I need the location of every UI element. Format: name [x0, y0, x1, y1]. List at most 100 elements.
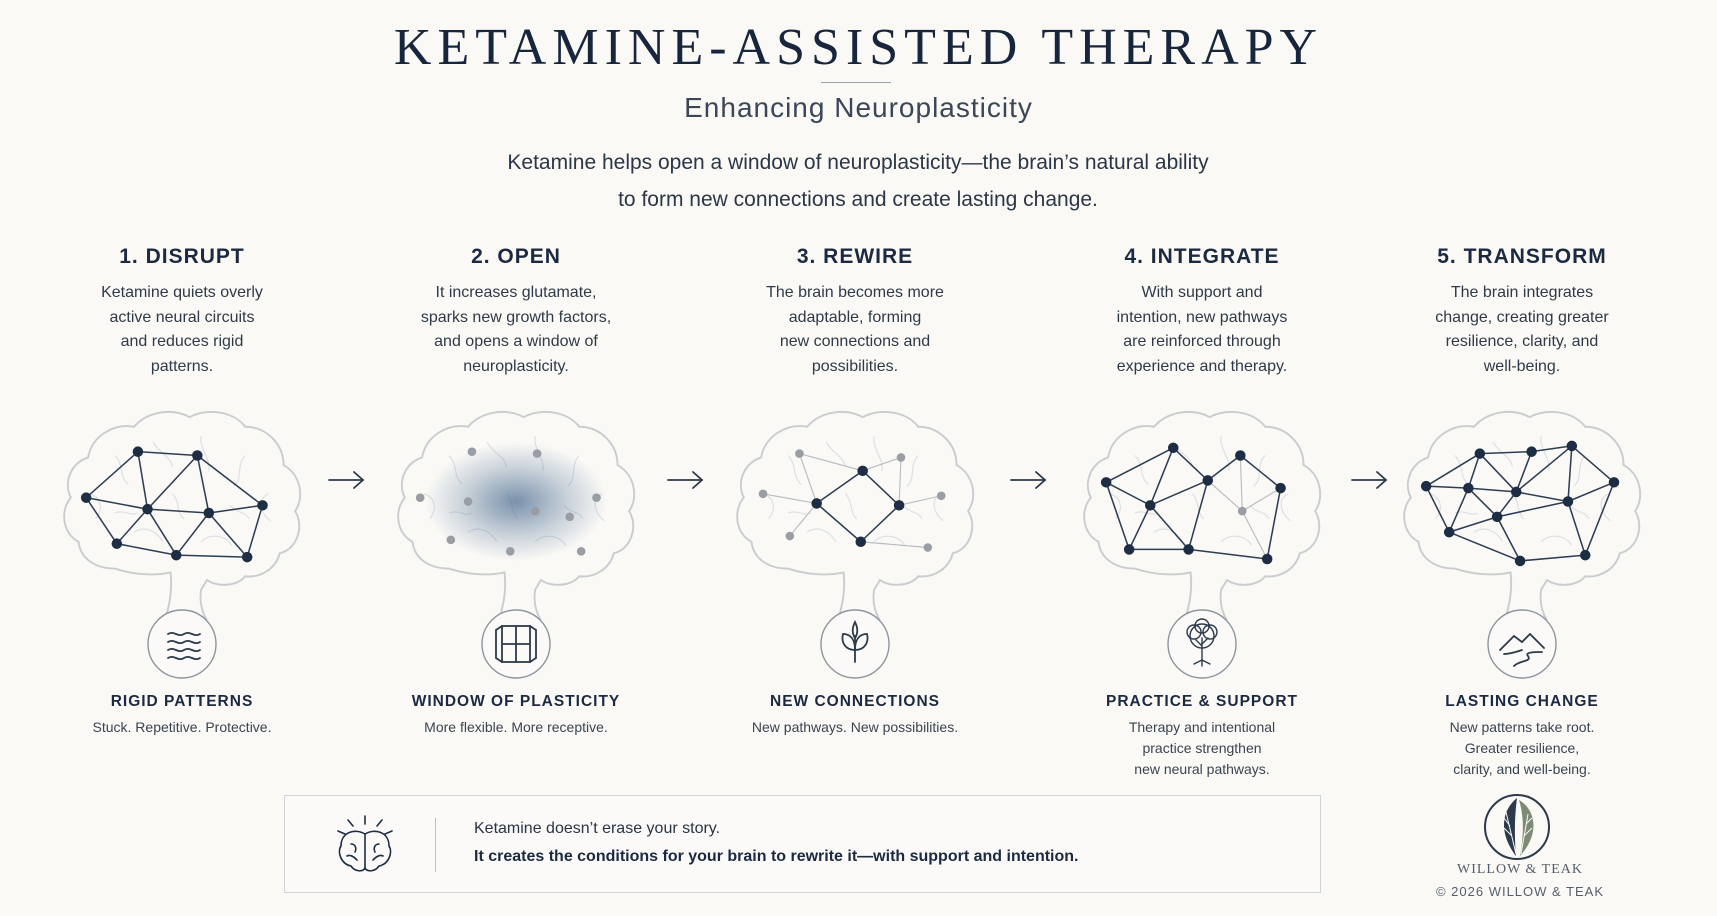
- network-edge: [1172, 447, 1209, 481]
- step-title: 5. TRANSFORM: [1437, 245, 1607, 268]
- brain-idea-icon: [337, 815, 393, 872]
- step-description-line: possibilities.: [811, 357, 899, 375]
- caption-line: New patterns take root.: [1449, 719, 1595, 735]
- brain-fold: [1573, 455, 1586, 487]
- network-edge: [1207, 479, 1243, 512]
- step-description-line: patterns.: [150, 357, 214, 375]
- network-node: [758, 489, 768, 499]
- caption-title: NEW CONNECTIONS: [770, 693, 940, 710]
- network-node: [1443, 526, 1455, 538]
- caption-line: More flexible. More receptive.: [424, 719, 608, 735]
- step-description-line: well-being.: [1483, 357, 1561, 375]
- network-node: [576, 547, 586, 556]
- network-node: [811, 498, 822, 509]
- network-edge: [1188, 548, 1268, 560]
- network-node: [80, 492, 92, 503]
- step-description-line: With support and: [1141, 284, 1263, 301]
- network-edge: [175, 512, 210, 556]
- brain-fold: [133, 528, 164, 543]
- step-description-line: active neural circuits: [109, 308, 255, 326]
- brain-fold: [233, 455, 246, 487]
- brain-fold: [1191, 493, 1205, 520]
- brain-fold: [114, 455, 129, 485]
- caption-description: Stuck. Repetitive. Protective.: [42, 717, 322, 738]
- network-edge: [176, 554, 248, 558]
- caption-title: LASTING CHANGE: [1445, 693, 1599, 710]
- intro-line-1: Ketamine helps open a window of neuropla…: [507, 151, 1209, 174]
- network-edge: [898, 495, 942, 506]
- network-node: [415, 493, 425, 502]
- brain-fold: [1153, 528, 1184, 543]
- network-edge: [1207, 454, 1241, 482]
- network-edge: [137, 451, 149, 510]
- network-node: [923, 543, 933, 552]
- step-description-line: It increases glutamate,: [435, 284, 597, 301]
- landscape-icon: [1487, 609, 1557, 679]
- brain-fold: [787, 511, 812, 515]
- step-caption: NEW CONNECTIONS New pathways. New possibi…: [715, 693, 995, 738]
- network-node: [170, 549, 182, 561]
- brain-outline: [1403, 411, 1642, 621]
- brain-fold: [1134, 455, 1149, 485]
- caption-title: RIGID PATTERNS: [110, 693, 254, 710]
- step-title: 4. INTEGRATE: [1124, 245, 1280, 268]
- network-node: [1183, 544, 1194, 555]
- network-edge: [1567, 501, 1586, 556]
- page-title: KETAMINE-ASSISTED THERAPY: [393, 19, 1324, 76]
- brain-fold: [787, 455, 802, 485]
- brain-network-5: [1403, 411, 1642, 621]
- network-node: [1579, 549, 1591, 561]
- network-edge: [1448, 516, 1498, 533]
- network-edge: [1149, 479, 1209, 507]
- caption-line: New pathways. New possibilities.: [751, 719, 959, 735]
- caption-line: clarity, and well-being.: [1453, 761, 1591, 777]
- network-node: [1167, 442, 1179, 454]
- network-edge: [146, 508, 177, 556]
- brain-fold: [806, 528, 837, 543]
- brain-fold: [171, 493, 185, 520]
- network-edge: [1266, 487, 1282, 560]
- network-node: [857, 465, 868, 477]
- network-node: [1420, 480, 1432, 492]
- brain-fold: [906, 455, 919, 487]
- brain-fold: [1511, 493, 1525, 520]
- network-node: [142, 503, 153, 515]
- brain-fold: [1540, 436, 1550, 471]
- network-node: [592, 493, 601, 502]
- step-description-line: intention, new pathways: [1116, 308, 1288, 326]
- network-node: [1261, 553, 1273, 565]
- network-edge: [246, 505, 264, 558]
- network-node: [467, 447, 477, 456]
- network-node: [1491, 511, 1503, 523]
- quote-box: Ketamine doesn’t erase your story. It cr…: [284, 795, 1321, 893]
- network-edge: [1496, 500, 1569, 518]
- network-edge: [1571, 445, 1615, 483]
- network-node: [1510, 486, 1522, 498]
- quote-line-2: It creates the conditions for your brain…: [474, 848, 1079, 865]
- network-edge: [798, 453, 818, 504]
- network-node: [1463, 482, 1474, 494]
- brain-fold: [1492, 441, 1513, 468]
- network-node: [203, 507, 215, 519]
- network-edge: [1515, 451, 1533, 493]
- network-edge: [1496, 516, 1521, 562]
- network-edge: [1467, 453, 1481, 489]
- network-edge: [146, 454, 198, 510]
- step-description-line: The brain integrates: [1450, 284, 1594, 301]
- network-edge: [898, 457, 902, 506]
- brain-fold: [1429, 493, 1441, 520]
- step-description-line: neuroplasticity.: [463, 357, 569, 375]
- step-description-line: Ketamine quiets overly: [101, 284, 263, 301]
- brain-network-2: [397, 411, 636, 621]
- network-edge: [799, 453, 863, 472]
- network-edge: [1149, 504, 1190, 550]
- network-edge: [1105, 447, 1174, 484]
- network-edge: [137, 450, 198, 457]
- caption-description: More flexible. More receptive.: [376, 717, 656, 738]
- network-edge: [1515, 445, 1573, 493]
- network-node: [1235, 450, 1246, 461]
- step-description-line: change, creating greater: [1435, 308, 1609, 326]
- copyright: © 2026 WILLOW & TEAK: [1435, 884, 1605, 899]
- sprout-icon: [820, 609, 890, 679]
